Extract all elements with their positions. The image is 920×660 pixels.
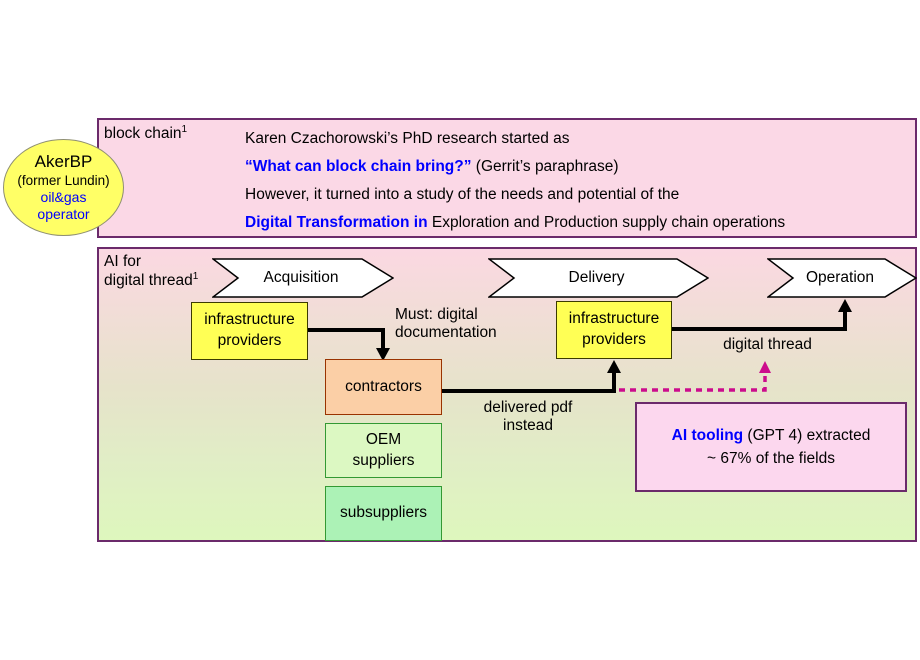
must-digital-documentation-label: Must: digital documentation — [395, 306, 497, 342]
delivered-pdf-instead-label: delivered pdf instead — [438, 399, 618, 435]
ai-tooling-highlight: AI tooling — [671, 427, 744, 444]
blockchain-panel-label-text: block chain — [104, 125, 182, 143]
box-label: subsuppliers — [339, 504, 428, 522]
panel-label-line2-text: digital thread — [104, 272, 193, 290]
phase-acquisition-label: Acquisition — [263, 269, 339, 286]
box-label: providers — [582, 331, 646, 348]
annotation-line: delivered pdf — [483, 399, 573, 416]
operator-ellipse: AkerBP (former Lundin) oil&gas operator — [3, 139, 124, 236]
box-label: providers — [217, 332, 282, 349]
arrowhead-down-icon — [376, 348, 390, 361]
summary-line-4-rest: Exploration and Production supply chain … — [427, 214, 786, 231]
phase-delivery-label: Delivery — [568, 269, 625, 286]
chevron-arrow-icon — [767, 258, 917, 298]
digital-thread-panel-label: AI for digital thread1 — [104, 253, 198, 290]
ai-tooling-box: AI tooling (GPT 4) extracted ~ 67% of th… — [635, 402, 907, 492]
phase-acquisition-chevron: Acquisition — [212, 258, 394, 298]
summary-line-3: However, it turned into a study of the n… — [245, 186, 680, 203]
box-label: OEM — [365, 430, 402, 448]
arrow-contractors-to-infra2 — [442, 372, 616, 393]
ai-tooling-line1: AI tooling (GPT 4) extracted — [672, 424, 871, 447]
chevron-arrow-icon — [488, 258, 709, 298]
dashed-arrow-to-digital-thread — [619, 373, 767, 392]
operator-name: AkerBP — [34, 151, 93, 171]
blockchain-panel-label-footnote: 1 — [181, 124, 188, 135]
blockchain-question-highlight: “What can block chain bring?” — [245, 158, 472, 175]
operator-industry: oil&gas — [40, 189, 87, 206]
summary-line-2: “What can block chain bring?” (Gerrit’s … — [245, 153, 785, 181]
box-label: infrastructure — [204, 311, 295, 329]
oem-suppliers-box: OEM suppliers — [325, 423, 442, 478]
ai-tooling-line1-rest: (GPT 4) extracted — [743, 427, 871, 444]
arrow-infra1-to-contractors — [308, 328, 385, 349]
subsuppliers-box: subsuppliers — [325, 486, 442, 541]
digital-thread-label: digital thread — [723, 336, 812, 353]
annotation-line: Must: digital — [395, 306, 478, 323]
ai-tooling-line2: ~ 67% of the fields — [707, 450, 835, 467]
box-label: suppliers — [352, 451, 415, 469]
arrow-infra2-to-operation — [672, 311, 847, 331]
annotation-line: documentation — [395, 324, 497, 341]
operator-role: operator — [37, 206, 90, 223]
operator-former-name: (former Lundin) — [17, 172, 110, 188]
contractors-box: contractors — [325, 359, 442, 415]
phase-operation-label: Operation — [805, 269, 875, 286]
phase-delivery-chevron: Delivery — [488, 258, 709, 298]
infrastructure-providers-box-2: infrastructure providers — [556, 301, 672, 359]
research-summary-text: Karen Czachorowski’s PhD research starte… — [245, 125, 785, 237]
panel-label-line1: AI for — [104, 253, 142, 270]
blockchain-panel: block chain1 Karen Czachorowski’s PhD re… — [97, 118, 917, 238]
panel-label-line2: digital thread1 — [104, 271, 198, 290]
digital-transformation-highlight: Digital Transformation in — [245, 214, 428, 231]
infrastructure-providers-box-1: infrastructure providers — [191, 302, 308, 360]
summary-line-1: Karen Czachorowski’s PhD research starte… — [245, 130, 570, 147]
digital-thread-panel: AI for digital thread1 Acquisition Deliv… — [97, 247, 917, 542]
box-label: contractors — [345, 377, 422, 395]
panel-label-footnote: 1 — [192, 271, 199, 282]
phase-operation-chevron: Operation — [767, 258, 917, 298]
box-label: infrastructure — [568, 310, 660, 328]
arrowhead-up-icon — [838, 299, 852, 312]
blockchain-panel-label: block chain1 — [104, 124, 187, 143]
paraphrase-note: (Gerrit’s paraphrase) — [471, 158, 619, 175]
annotation-line: instead — [503, 417, 553, 434]
arrowhead-up-magenta-icon — [759, 361, 771, 373]
arrowhead-up-icon — [607, 360, 621, 373]
chevron-arrow-icon — [212, 258, 394, 298]
connector-arrows — [308, 299, 852, 393]
summary-line-4: Digital Transformation in Exploration an… — [245, 209, 785, 237]
